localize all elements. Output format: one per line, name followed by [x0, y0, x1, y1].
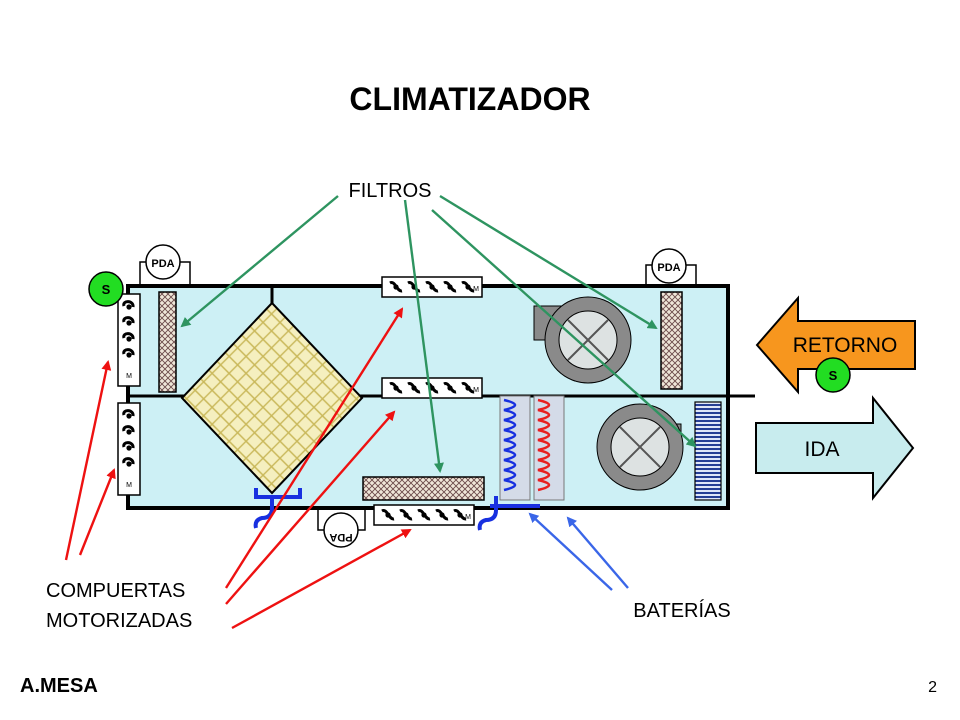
svg-text:M: M: [473, 286, 479, 293]
filter-bottom: [362, 476, 485, 501]
compuertas-label-line1: COMPUERTAS: [46, 580, 185, 602]
filtros-leaders: [180, 194, 697, 473]
baterias-leaders: [528, 512, 629, 591]
filtros-label: FILTROS: [349, 180, 432, 202]
pda-gauge-bottom: PDA: [317, 508, 366, 548]
compuertas-label-line2: MOTORIZADAS: [46, 610, 192, 632]
svg-text:S: S: [102, 282, 111, 297]
cold-battery: [499, 395, 531, 501]
page-number: 2: [928, 679, 937, 696]
svg-text:PDA: PDA: [657, 262, 680, 274]
ida-arrow: IDA: [755, 395, 915, 501]
retorno-arrow: RETORNO: [755, 295, 916, 395]
coil-filter-right: [694, 401, 722, 501]
fan-top: [533, 296, 632, 384]
damper-middle: M: [381, 377, 483, 399]
damper-left-top: M: [117, 293, 141, 387]
hot-battery: [533, 395, 565, 501]
sensor-right: S: [815, 357, 851, 393]
svg-text:M: M: [465, 514, 471, 521]
sensor-left: S: [88, 271, 124, 307]
svg-text:S: S: [829, 368, 838, 383]
svg-text:M: M: [126, 373, 132, 380]
svg-text:PDA: PDA: [151, 258, 174, 270]
page-title: CLIMATIZADOR: [349, 81, 590, 117]
svg-text:M: M: [473, 387, 479, 394]
damper-left-bottom: M: [117, 402, 141, 496]
ida-label: IDA: [804, 438, 839, 461]
pda-gauge-left: PDA: [139, 244, 191, 286]
svg-text:PDA: PDA: [329, 531, 352, 543]
author-label: A.MESA: [20, 675, 98, 697]
fan-bottom: [596, 403, 684, 491]
filter-right-top: [660, 291, 683, 390]
damper-top: M: [381, 276, 483, 298]
baterias-label: BATERÍAS: [633, 599, 730, 622]
drain-trap-left: [253, 488, 302, 529]
svg-text:M: M: [126, 482, 132, 489]
pda-gauge-right: PDA: [645, 248, 697, 286]
damper-bottom: M: [373, 504, 475, 526]
compuertas-leaders: [64, 307, 412, 630]
battery-piping: [477, 496, 540, 531]
retorno-label: RETORNO: [793, 334, 898, 357]
filter-left: [158, 291, 177, 393]
